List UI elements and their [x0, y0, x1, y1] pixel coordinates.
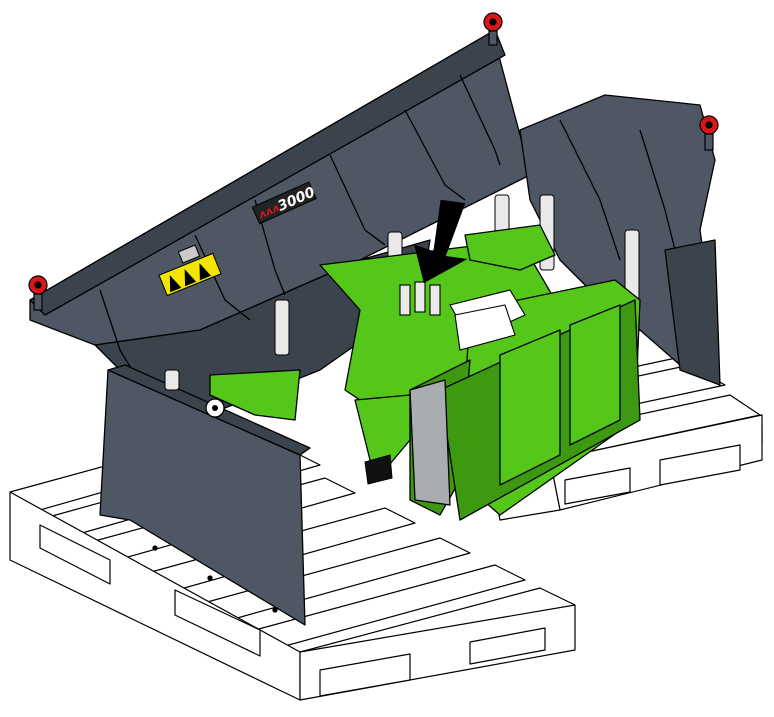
warning-sticker-icon [158, 252, 222, 297]
reflector-icon-left [28, 275, 48, 311]
reflector-icon-right [699, 115, 719, 151]
green-mount-frame [209, 224, 641, 521]
plow-blade-right [519, 94, 721, 386]
down-arrow-icon [414, 199, 468, 284]
hydraulic-valve-block [399, 281, 526, 351]
frame-handle [364, 454, 393, 485]
reflector-icon [483, 12, 503, 46]
blade-label-plate [177, 244, 201, 264]
